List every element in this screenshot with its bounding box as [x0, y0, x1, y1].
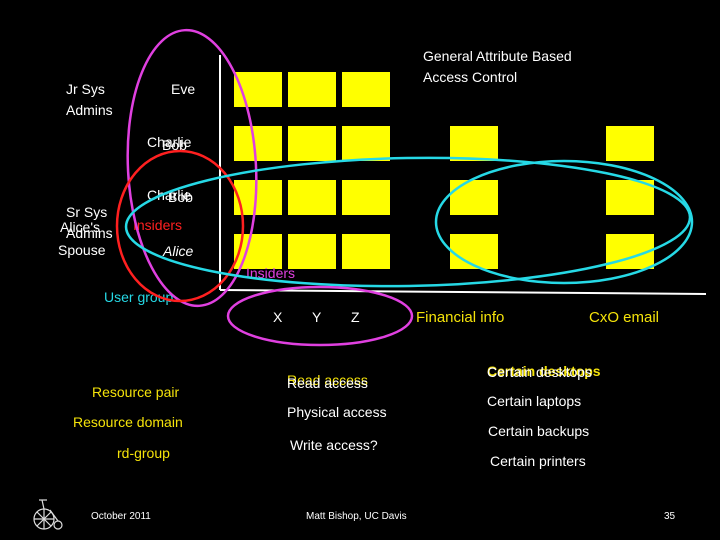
certain-printers: Certain printers [490, 453, 586, 469]
matrix-cell [450, 234, 498, 269]
label-charlie-2: Charlie [147, 187, 192, 203]
certain-desktops-yellow: Certain desktops [487, 363, 601, 379]
footer-author: Matt Bishop, UC Davis [306, 511, 407, 522]
matrix-cell [450, 180, 498, 215]
user-group-ellipse [124, 156, 692, 288]
matrix-cell [450, 126, 498, 161]
resource-domain-label: Resource domain [73, 414, 183, 430]
x-axis-line [219, 289, 707, 295]
insiders-red-ellipse [115, 149, 245, 303]
matrix-cell [606, 180, 654, 215]
read-access-yellow: Read access [287, 372, 368, 388]
matrix-cell [342, 180, 390, 215]
resource-pair-label: Resource pair [92, 384, 180, 400]
matrix-cell [288, 180, 336, 215]
read-access-white: Read access [287, 375, 368, 391]
label-jr-sys: Jr Sys [66, 81, 105, 97]
matrix-cell [288, 72, 336, 107]
column-z: Z [351, 309, 360, 325]
label-charlie-1: Charlie [147, 134, 192, 150]
label-alices: Alice's [60, 219, 101, 235]
user-group-label: User group [104, 289, 174, 305]
matrix-cell [606, 126, 654, 161]
column-financial-info: Financial info [416, 309, 505, 326]
certain-desktops-white: Certain desktops [487, 364, 593, 380]
column-x: X [273, 309, 283, 325]
label-sr-sys: Sr Sys [66, 204, 108, 220]
label-eve: Eve [171, 81, 196, 97]
rd-group-label: rd-group [117, 445, 170, 461]
insiders-label-magenta: Insiders [246, 265, 296, 281]
title-line-2: Access Control [423, 69, 518, 85]
matrix-cell [288, 126, 336, 161]
label-sr-admins: Admins [66, 225, 113, 241]
label-alice: Alice [163, 243, 194, 259]
write-access: Write access? [290, 437, 378, 453]
matrix-cell [288, 234, 336, 269]
label-jr-admins: Admins [66, 102, 113, 118]
xyz-resource-ellipse [226, 285, 414, 347]
footer-date: October 2011 [91, 511, 151, 522]
certain-backups: Certain backups [488, 423, 590, 439]
title-line-1: General Attribute Based [423, 48, 572, 64]
jr-admins-insiders-ellipse [126, 28, 258, 308]
matrix-cell [342, 126, 390, 161]
insiders-label-red: Insiders [133, 217, 183, 233]
penny-farthing-bicycle-icon [33, 499, 63, 530]
footer-page-number: 35 [664, 511, 676, 522]
label-bob-1: Bob [162, 137, 187, 153]
column-y: Y [312, 309, 322, 325]
matrix-cell [234, 126, 282, 161]
label-spouse: Spouse [58, 242, 106, 258]
physical-access: Physical access [287, 404, 387, 420]
financial-cxo-ellipse [434, 159, 694, 285]
matrix-cell [342, 234, 390, 269]
matrix-cell [342, 72, 390, 107]
certain-laptops: Certain laptops [487, 393, 582, 409]
column-cxo-email: CxO email [589, 309, 660, 326]
label-bob-2: Bob [168, 189, 193, 205]
